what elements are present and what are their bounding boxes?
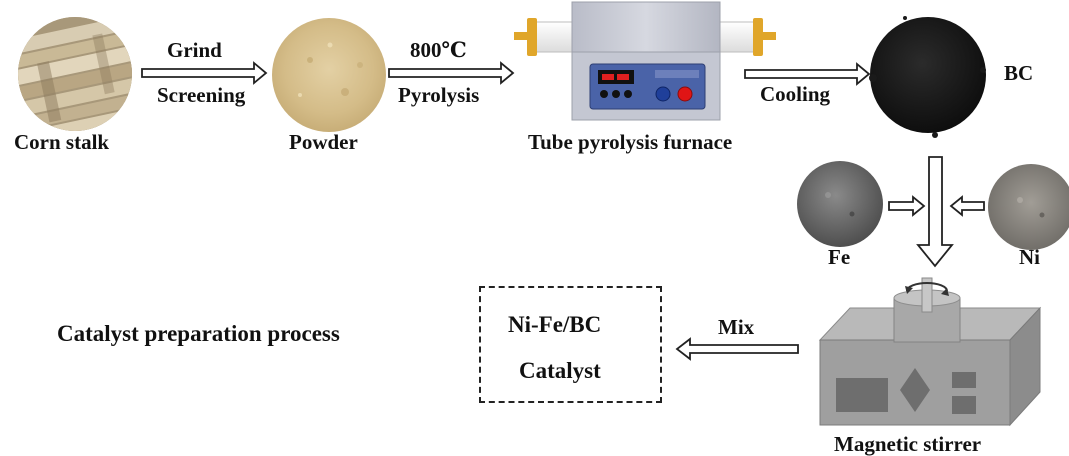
- powder-image: [272, 18, 386, 132]
- product-line-2: Catalyst: [519, 358, 601, 383]
- ni-arrow: [949, 195, 985, 217]
- fe-powder-image: [797, 161, 883, 247]
- furnace-label: Tube pyrolysis furnace: [528, 130, 733, 154]
- diagram-title: Catalyst preparation process: [57, 321, 340, 346]
- biochar-image: [869, 16, 986, 138]
- ni-powder-image: [988, 164, 1069, 250]
- product-line-1: Ni-Fe/BC: [508, 312, 602, 337]
- grind-arrow: [141, 61, 268, 85]
- pyrolysis-arrow: [388, 61, 515, 85]
- powder-label: Powder: [289, 130, 358, 154]
- mix-arrow: [675, 337, 799, 361]
- tube-pyrolysis-furnace-image: [514, 1, 776, 121]
- bc-down-arrow: [916, 156, 954, 268]
- grind-label: Grind: [167, 38, 222, 62]
- temperature-label: 800℃: [410, 38, 467, 62]
- magnetic-stirrer-image: [818, 277, 1042, 427]
- bc-label: BC: [1004, 61, 1034, 85]
- cooling-arrow: [744, 62, 871, 86]
- mix-label: Mix: [718, 315, 755, 339]
- fe-arrow: [888, 195, 926, 217]
- stirrer-label: Magnetic stirrer: [834, 432, 982, 456]
- screening-label: Screening: [157, 83, 246, 107]
- fe-label: Fe: [828, 245, 851, 269]
- corn-stalk-label: Corn stalk: [14, 130, 110, 154]
- pyrolysis-label: Pyrolysis: [398, 83, 480, 107]
- ni-label: Ni: [1019, 245, 1040, 269]
- corn-stalk-image: [18, 17, 132, 131]
- catalyst-product-box: [479, 286, 662, 403]
- cooling-label: Cooling: [760, 82, 831, 106]
